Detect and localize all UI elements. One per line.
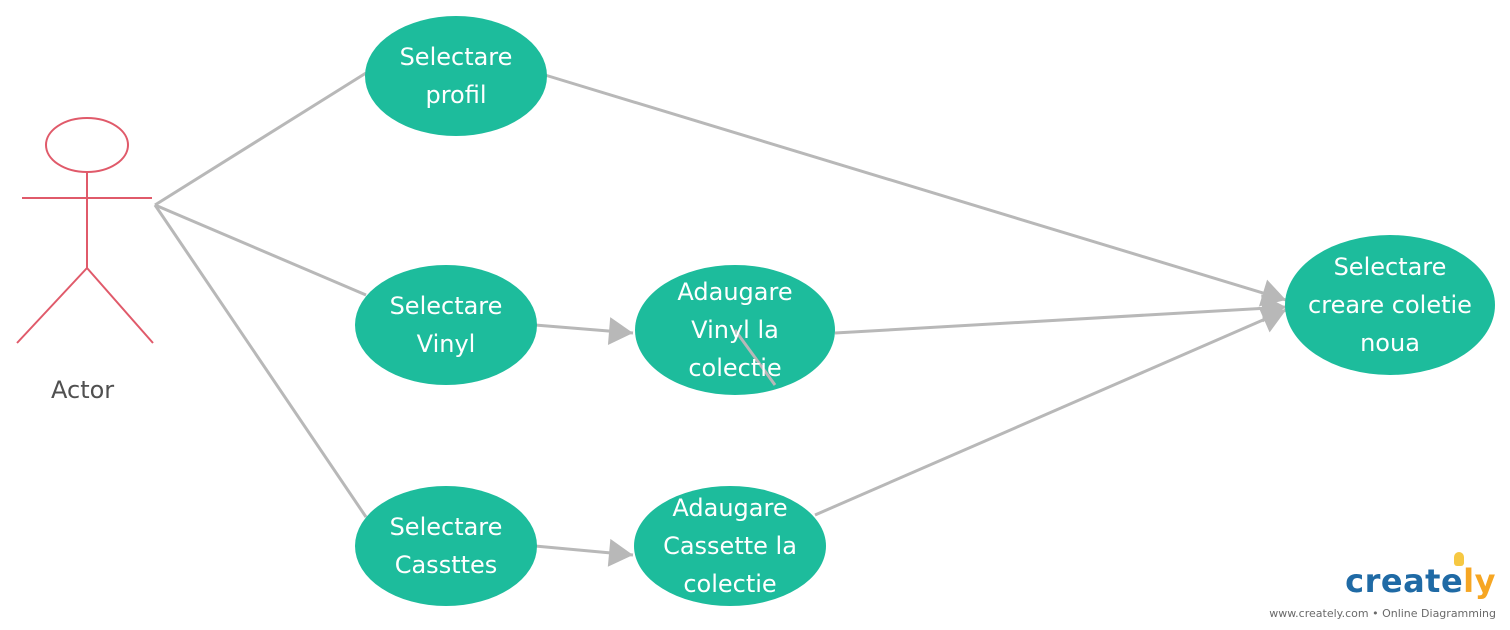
connector-selectare-profil-to-selectare-creare — [544, 73, 1287, 302]
logo-accent: ly — [1463, 562, 1496, 600]
creately-logo: creately — [1345, 562, 1496, 600]
use-case-selectare-profil[interactable] — [365, 16, 547, 136]
actor-label: Actor — [51, 376, 115, 404]
actor-figure — [16, 117, 154, 344]
use-case-selectare-vinyl[interactable] — [355, 265, 537, 385]
bulb-icon — [1454, 552, 1464, 566]
arrowhead-adaugare-cassette — [607, 538, 633, 567]
arrowhead-selectare-creare — [1258, 306, 1286, 333]
connector-actor-to-selectare-vinyl — [154, 203, 367, 297]
connectors — [153, 71, 1287, 567]
actor-left-leg — [16, 267, 88, 344]
use-case-adaugare-cassette[interactable] — [634, 486, 826, 606]
actor-right-leg — [86, 267, 154, 344]
use-case-shapes — [355, 16, 1495, 606]
stray-mark — [733, 329, 777, 386]
connector-actor-to-selectare-profil — [154, 71, 367, 207]
logo-main: create — [1345, 562, 1464, 600]
creately-tagline: www.creately.com • Online Diagramming — [1269, 607, 1496, 620]
actor-head — [45, 117, 129, 173]
connector-adaugare-vinyl-to-selectare-creare — [834, 305, 1287, 335]
use-case-selectare-cassttes[interactable] — [355, 486, 537, 606]
arrowhead-adaugare-vinyl — [607, 317, 633, 346]
connector-actor-to-selectare-cassttes — [153, 204, 368, 518]
use-case-selectare-creare[interactable] — [1285, 235, 1495, 375]
connector-adaugare-cassette-to-selectare-creare — [814, 308, 1287, 517]
